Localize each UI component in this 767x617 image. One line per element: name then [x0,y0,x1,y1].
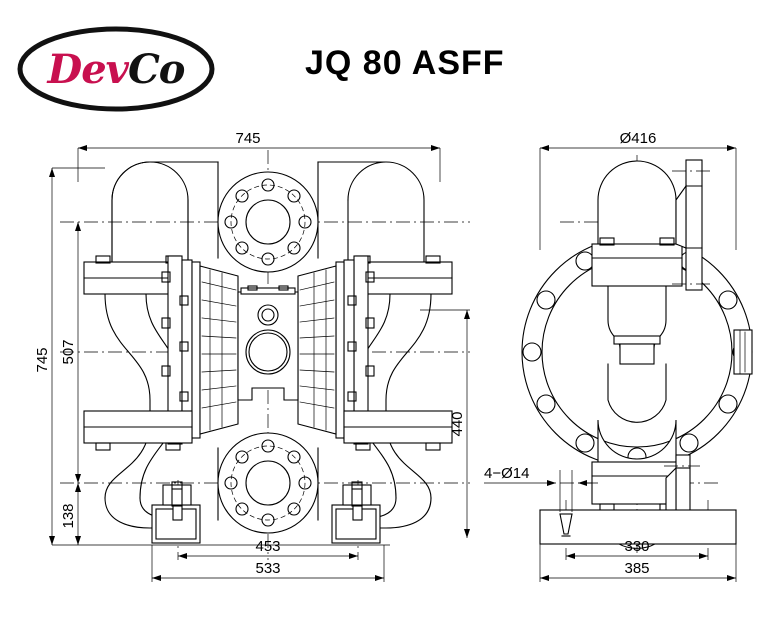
dim-front-inner-height: 507 [60,339,77,364]
dim-side-flange-diameter: Ø416 [620,130,657,147]
right-cover-ribs [299,269,335,431]
left-diaphragm-cover [161,255,239,445]
bottom-flange [217,432,319,534]
dim-front-base-width: 533 [255,560,280,577]
right-diaphragm-cover [297,255,375,445]
front-view: 745 745 507 138 [34,130,470,582]
center-air-valve-body [237,285,299,401]
logo-ellipse-icon [17,26,215,112]
side-view-dimensions: Ø416 4−Ø14 330 385 [484,130,737,582]
logo-word-dev: Dev [47,45,129,93]
dim-front-top-width: 745 [235,130,260,147]
side-upper-neck [607,285,667,365]
right-foot [331,481,381,544]
dim-front-overall-height: 745 [34,347,51,372]
lower-right-crossbar [343,410,453,451]
side-flange-side-boss [733,329,753,375]
dim-side-foot-spacing: 330 [624,538,649,555]
dim-side-bolt-note: 4−Ø14 [484,465,529,482]
lower-left-crossbar [83,410,193,451]
top-flange [217,161,319,273]
dim-side-base-width: 385 [624,560,649,577]
upper-right-manifold [317,161,425,263]
dim-front-foot-spacing: 453 [255,538,280,555]
side-upper-dome [591,160,683,287]
side-base-mounting-hole [559,513,573,537]
page-title: JQ 80 ASFF [305,44,505,82]
dim-front-base-height: 138 [60,503,77,528]
top-flange-bolt-holes [224,178,312,266]
side-base-plate [539,509,737,545]
left-foot [151,481,201,544]
left-cover-ribs [201,269,237,431]
upper-left-manifold [111,161,219,263]
side-view: Ø416 4−Ø14 330 385 [484,130,753,582]
dim-front-chamber-height: 440 [449,411,466,436]
bottom-flange-bolt-holes [224,439,312,527]
logo-word-co: Co [127,45,186,93]
front-view-dimensions: 745 745 507 138 [34,130,470,582]
side-upper-bracket [672,159,712,291]
